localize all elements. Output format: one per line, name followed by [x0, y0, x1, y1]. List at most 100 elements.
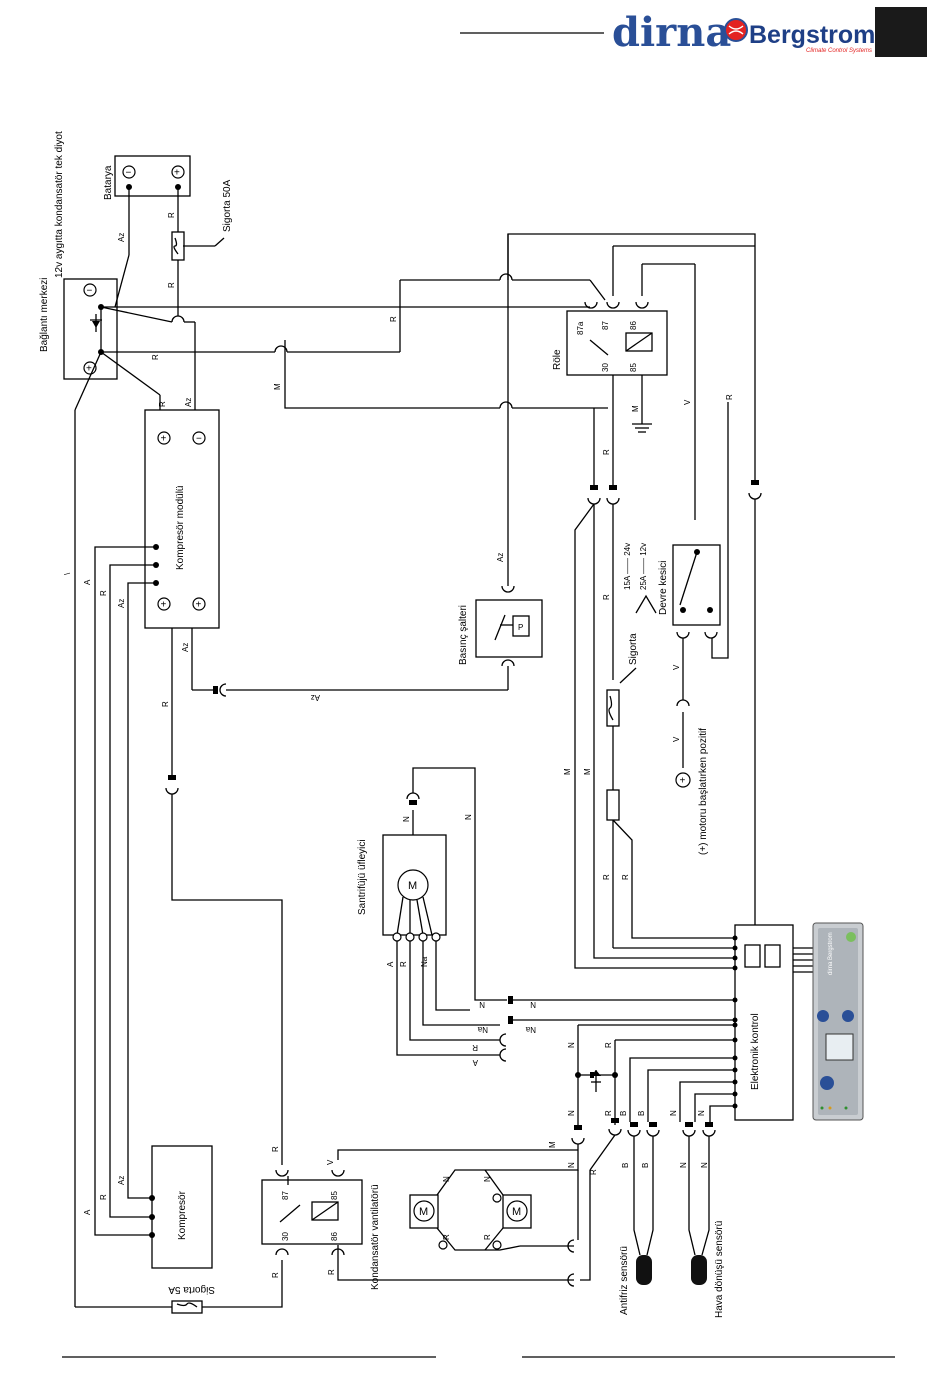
svg-text:M: M: [631, 405, 640, 412]
svg-text:12v aygıtta kondansatör tek di: 12v aygıtta kondansatör tek diyot: [54, 131, 65, 278]
svg-text:V: V: [672, 664, 681, 670]
relay-top: Röle 87a 87 86 30 85: [552, 310, 668, 376]
svg-text:N: N: [567, 1042, 576, 1048]
svg-text:R: R: [161, 701, 170, 707]
svg-text:Elektronik kontrol: Elektronik kontrol: [750, 1013, 761, 1090]
svg-text:Bağlantı merkezi: Bağlantı merkezi: [39, 278, 50, 352]
svg-text:15A —— 24v: 15A —— 24v: [623, 543, 632, 590]
svg-text:30: 30: [601, 363, 610, 372]
svg-text:+: +: [161, 434, 167, 445]
svg-text:V: V: [672, 736, 681, 742]
svg-text:R: R: [399, 961, 408, 967]
svg-text:N: N: [464, 814, 473, 820]
svg-text:87a: 87a: [576, 321, 585, 335]
svg-text:A: A: [472, 1058, 478, 1067]
svg-text:Kondansatör vantilatörü: Kondansatör vantilatörü: [370, 1184, 381, 1290]
svg-text:R: R: [151, 354, 160, 360]
svg-text:85: 85: [330, 1191, 339, 1200]
svg-text:86: 86: [330, 1232, 339, 1241]
corner-block: [875, 7, 927, 57]
svg-text:Na: Na: [420, 956, 429, 967]
svg-text:N: N: [567, 1162, 576, 1168]
svg-text:N: N: [402, 816, 411, 822]
condenser-motor-left-icon: M: [419, 1206, 428, 1218]
svg-text:Santrifüjü üfleyici: Santrifüjü üfleyici: [357, 839, 368, 915]
svg-text:25A —— 12v: 25A —— 12v: [639, 543, 648, 590]
junction-box: Bağlantı merkezi − +: [39, 278, 118, 380]
svg-text:R: R: [389, 316, 398, 322]
brand-bergstrom: Bergstrom: [749, 21, 875, 49]
svg-text:V: V: [326, 1159, 335, 1165]
antifreeze-sensor: Antifriz sensörü: [619, 1246, 652, 1315]
control-panel: dirna Bergstrom: [812, 922, 864, 1121]
svg-text:+: +: [161, 600, 167, 611]
svg-text:M: M: [273, 383, 282, 390]
svg-text:A: A: [83, 1209, 92, 1215]
svg-text:Az: Az: [117, 1176, 126, 1185]
svg-text:Röle: Röle: [552, 349, 563, 370]
condenser-fan-right: M: [502, 1194, 532, 1229]
svg-text:Az: Az: [117, 233, 126, 242]
svg-text:R: R: [99, 1194, 108, 1200]
compressor: Kompresör: [149, 1145, 213, 1269]
svg-text:N: N: [697, 1110, 706, 1116]
svg-text:A: A: [386, 961, 395, 967]
svg-text:N: N: [530, 1000, 536, 1009]
resistor: [606, 789, 620, 821]
fuse-spec: Sigorta 15A —— 24v 25A —— 12v: [623, 543, 657, 665]
svg-text:87: 87: [601, 321, 610, 330]
svg-text:P: P: [518, 623, 523, 632]
svg-text:N: N: [700, 1162, 709, 1168]
svg-text:R: R: [602, 874, 611, 880]
svg-text:N: N: [479, 1000, 485, 1009]
svg-text:R: R: [271, 1272, 280, 1278]
svg-text:R: R: [167, 212, 176, 218]
svg-text:85: 85: [629, 363, 638, 372]
svg-text:Na: Na: [525, 1025, 536, 1034]
svg-text:R: R: [621, 874, 630, 880]
svg-text:R: R: [604, 1110, 613, 1116]
svg-text:dirna Bergstrom: dirna Bergstrom: [828, 932, 834, 975]
svg-text:+: +: [86, 364, 92, 375]
svg-text:Sigorta 50A: Sigorta 50A: [222, 179, 233, 232]
svg-text:N: N: [442, 1176, 451, 1182]
svg-text:M: M: [563, 768, 572, 775]
svg-text:87: 87: [281, 1191, 290, 1200]
svg-text:R: R: [271, 1146, 280, 1152]
svg-text:N: N: [567, 1110, 576, 1116]
blower-motor-icon: M: [408, 880, 417, 892]
svg-text:+: +: [196, 600, 202, 611]
brand-tagline: Climate Control Systems: [806, 48, 872, 54]
snowflake-icon: [820, 1076, 834, 1090]
compressor-module: Kompresör modülü + − + +: [144, 409, 220, 629]
battery-plus-terminal: +: [174, 168, 180, 179]
svg-text:V: V: [683, 399, 692, 405]
condenser-fan-left: M: [409, 1194, 439, 1229]
svg-text:R: R: [589, 1169, 598, 1175]
svg-text:Sigorta 5A: Sigorta 5A: [168, 1284, 215, 1295]
svg-text:B: B: [621, 1163, 630, 1168]
return-air-sensor: Hava dönüşü sensörü: [691, 1221, 725, 1318]
svg-text:R: R: [327, 1269, 336, 1275]
svg-text:R: R: [442, 1234, 451, 1240]
fuse-control: [606, 689, 620, 727]
svg-text:R: R: [604, 1042, 613, 1048]
condenser-motor-right-icon: M: [512, 1206, 521, 1218]
battery-minus-terminal: −: [126, 168, 132, 179]
globe-icon: [724, 18, 748, 42]
svg-text:(+) motoru başlatırken pozitif: (+) motoru başlatırken pozitif: [698, 728, 709, 855]
battery: Batarya − +: [103, 155, 191, 200]
svg-text:Devre kesici: Devre kesici: [658, 561, 669, 615]
svg-text:\: \: [63, 572, 72, 575]
fuse-50a: [171, 231, 185, 261]
svg-text:N: N: [669, 1110, 678, 1116]
circuit-breaker: Devre kesici: [658, 544, 721, 626]
fuse-5a: [171, 1300, 203, 1314]
electronic-control: Elektronik kontrol: [734, 924, 794, 1121]
ground-icon: [632, 423, 652, 433]
svg-text:Az: Az: [117, 599, 126, 608]
pressure-switch: Basınç şalteri P: [458, 599, 543, 665]
svg-text:N: N: [483, 1176, 492, 1182]
svg-text:N: N: [679, 1162, 688, 1168]
svg-text:M: M: [548, 1141, 557, 1148]
